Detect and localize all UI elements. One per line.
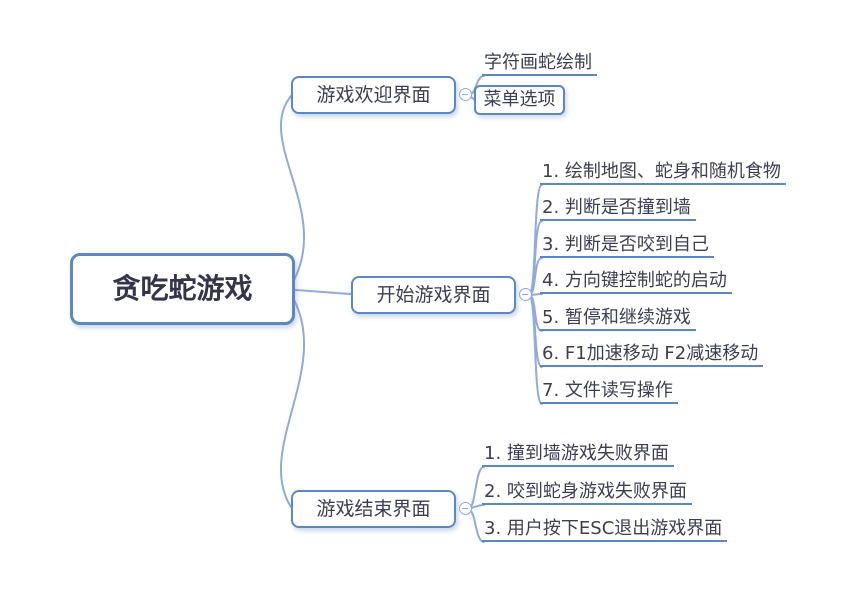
collapse-minus-icon[interactable]: [459, 502, 472, 515]
connector-start-7: [528, 295, 543, 405]
subtopic-pause-resume[interactable]: 5. 暂停和继续游戏: [540, 306, 696, 331]
subtopic-esc-exit-screen[interactable]: 3. 用户按下ESC退出游戏界面: [482, 517, 728, 542]
connector-root-welcome: [279, 95, 306, 281]
collapse-minus-icon[interactable]: [459, 88, 472, 101]
subtopic-ascii-snake-art[interactable]: 字符画蛇绘制: [482, 51, 597, 76]
subtopic-menu-options[interactable]: 菜单选项: [474, 85, 565, 115]
subtopic-speed-keys[interactable]: 6. F1加速移动 F2减速移动: [540, 342, 764, 367]
branch-welcome-screen[interactable]: 游戏欢迎界面: [291, 76, 456, 114]
branch-start-game-screen[interactable]: 开始游戏界面: [351, 276, 516, 314]
subtopic-direction-key-control[interactable]: 4. 方向键控制蛇的启动: [540, 269, 732, 294]
subtopic-wall-fail-screen[interactable]: 1. 撞到墙游戏失败界面: [482, 442, 674, 467]
connector-root-start: [294, 289, 352, 295]
connector-root-gameover: [279, 299, 306, 508]
subtopic-self-bite-check[interactable]: 3. 判断是否咬到自己: [540, 233, 714, 258]
subtopic-file-io[interactable]: 7. 文件读写操作: [540, 379, 678, 404]
central-topic[interactable]: 贪吃蛇游戏: [70, 253, 295, 325]
subtopic-bite-fail-screen[interactable]: 2. 咬到蛇身游戏失败界面: [482, 480, 692, 505]
subtopic-draw-map-snake-food[interactable]: 1. 绘制地图、蛇身和随机食物: [540, 160, 786, 185]
branch-game-over-screen[interactable]: 游戏结束界面: [291, 490, 456, 528]
subtopic-wall-collision-check[interactable]: 2. 判断是否撞到墙: [540, 196, 696, 221]
collapse-minus-icon[interactable]: [519, 288, 532, 301]
